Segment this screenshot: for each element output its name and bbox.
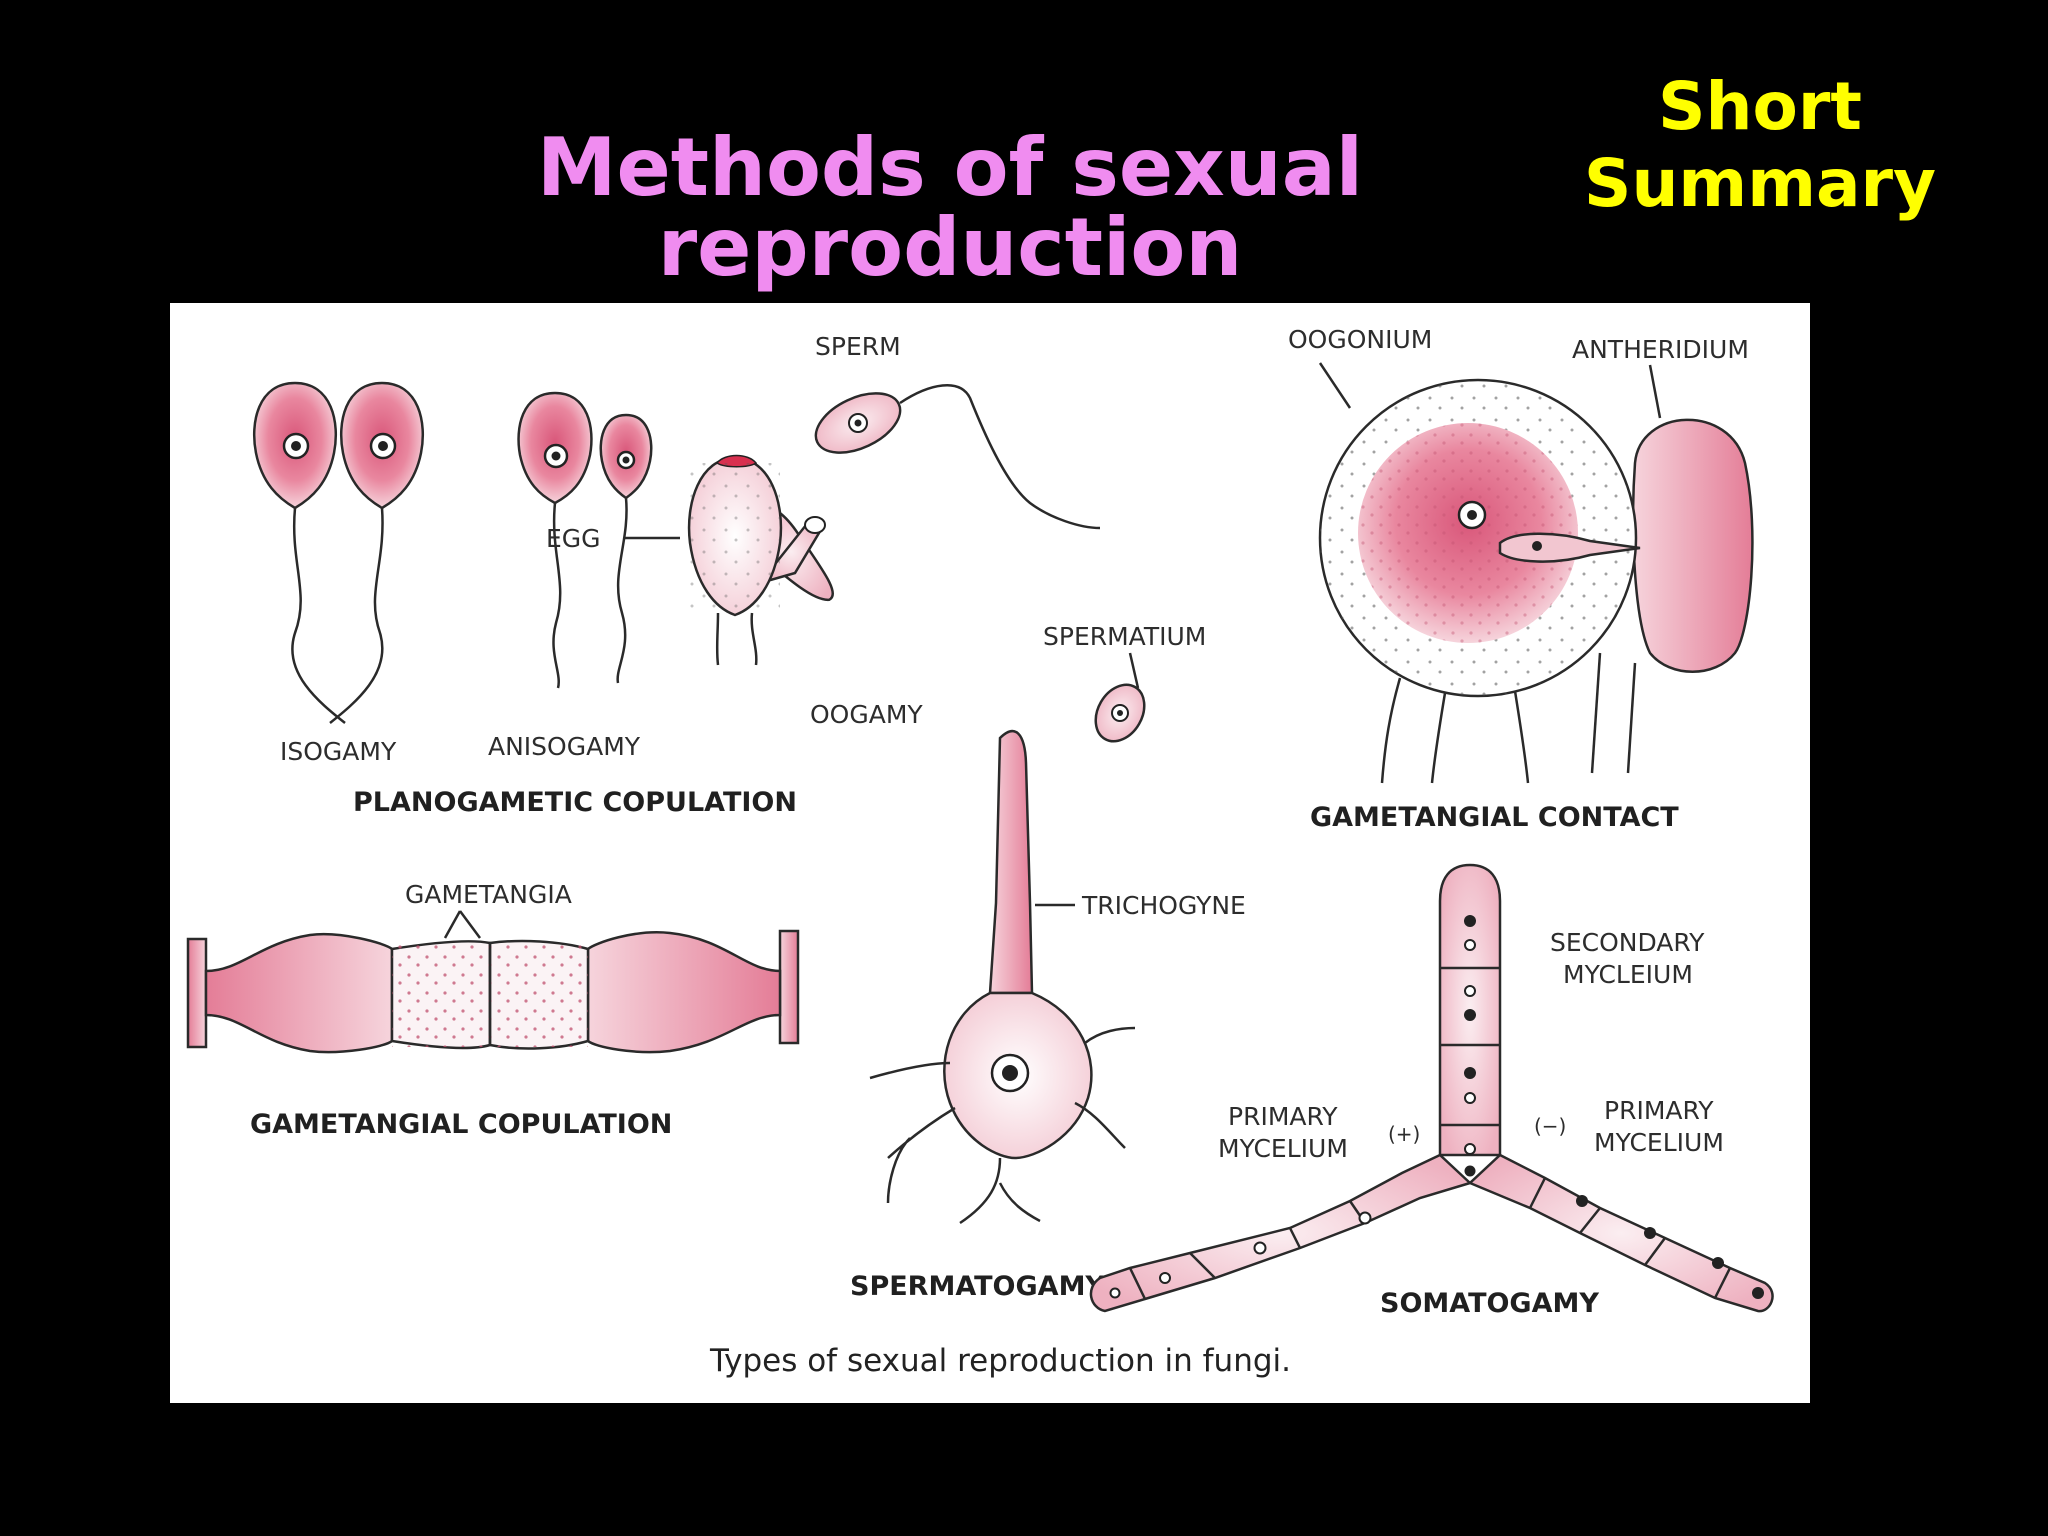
- somatogamy-label: SOMATOGAMY: [1380, 1288, 1599, 1319]
- short-summary-note: Short Summary: [1580, 68, 1940, 222]
- figure-caption: Types of sexual reproduction in fungi.: [709, 1343, 1291, 1379]
- trichogyne-illustration: [869, 729, 1136, 1225]
- oogonium-pointer: [1318, 362, 1352, 409]
- gametangial-contact-illustration: [1318, 378, 1754, 784]
- antheridium-pointer: [1648, 364, 1662, 419]
- secondary-mycelium-label-2: MYCLEIUM: [1563, 960, 1693, 989]
- primary-mycelium-left-label-2: MYCELIUM: [1218, 1134, 1348, 1163]
- egg-label: EGG: [546, 524, 601, 553]
- slide-title: Methods of sexual reproduction: [536, 121, 1364, 294]
- sperm-illustration: [814, 384, 1101, 530]
- oogamy-illustration: [687, 454, 835, 666]
- isogamy-illustration: [252, 381, 425, 724]
- anisogamy-illustration: [517, 391, 653, 689]
- primary-mycelium-right-label-1: PRIMARY: [1604, 1096, 1714, 1125]
- oogamy-label: OOGAMY: [810, 700, 923, 729]
- spermatogamy-label: SPERMATOGAMY: [850, 1271, 1105, 1302]
- gametangia-label: GAMETANGIA: [405, 880, 572, 909]
- primary-mycelium-left-label-1: PRIMARY: [1228, 1102, 1338, 1131]
- somatogamy-illustration: [1089, 863, 1774, 1313]
- antheridium-label: ANTHERIDIUM: [1572, 335, 1749, 364]
- spermatium-pointer: [1128, 652, 1140, 689]
- trichogyne-label: TRICHOGYNE: [1081, 891, 1246, 920]
- gametangia-pointer: [443, 910, 482, 939]
- sperm-label: SPERM: [815, 332, 901, 361]
- plus-sign-label: (+): [1388, 1122, 1420, 1146]
- fungi-reproduction-figure: ISOGAMY ANISOGAMY EGG SPERM OOGAMY PLANO…: [170, 303, 1810, 1403]
- short-summary-line-2: Summary: [1583, 145, 1937, 223]
- primary-mycelium-right-label-2: MYCELIUM: [1594, 1128, 1724, 1157]
- spermatium-illustration: [1094, 683, 1146, 743]
- oogonium-label: OOGONIUM: [1288, 325, 1432, 354]
- isogamy-label: ISOGAMY: [280, 737, 397, 766]
- secondary-mycelium-label-1: SECONDARY: [1550, 928, 1705, 957]
- spermatium-label: SPERMATIUM: [1043, 622, 1206, 651]
- fungi-diagram-svg: ISOGAMY ANISOGAMY EGG SPERM OOGAMY PLANO…: [186, 325, 1774, 1379]
- gametangial-copulation-illustration: [186, 929, 800, 1054]
- short-summary-line-1: Short: [1658, 68, 1862, 145]
- planogametic-copulation-label: PLANOGAMETIC COPULATION: [353, 787, 797, 818]
- anisogamy-label: ANISOGAMY: [488, 732, 641, 761]
- gametangial-copulation-label: GAMETANGIAL COPULATION: [250, 1109, 672, 1140]
- minus-sign-label: (−): [1534, 1114, 1566, 1138]
- gametangial-contact-label: GAMETANGIAL CONTACT: [1310, 802, 1679, 833]
